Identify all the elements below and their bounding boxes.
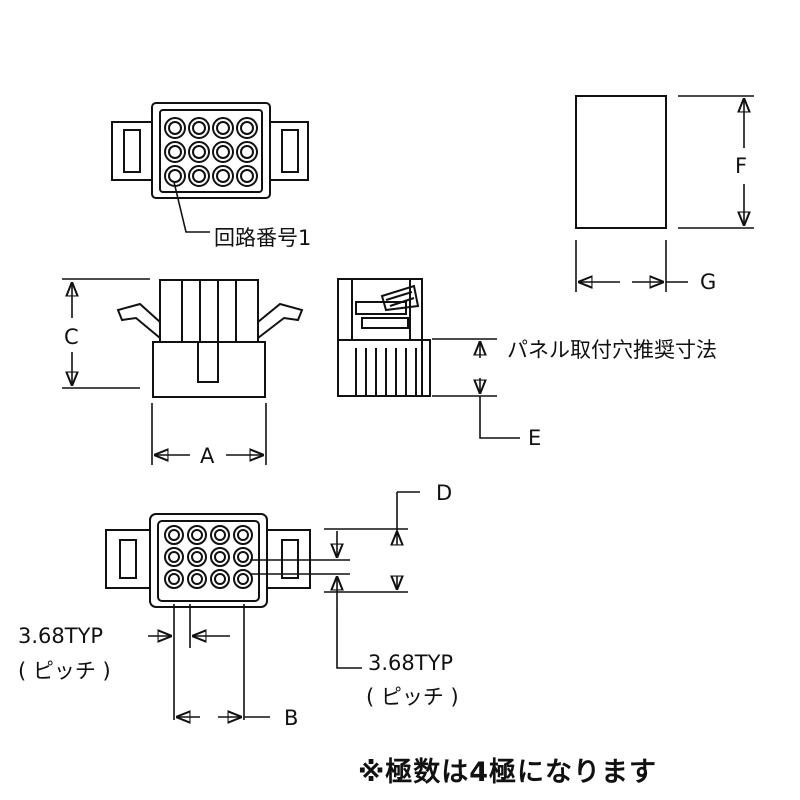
cavity-outer <box>236 165 258 187</box>
cavity-outer <box>233 547 253 567</box>
pitch-right-sub: ( ピッチ ) <box>366 685 459 709</box>
cavity-inner <box>216 169 230 183</box>
cavity-outer <box>212 117 234 139</box>
dim-e-label: E <box>528 426 541 450</box>
cavity-outer <box>187 525 207 545</box>
pole-count-note: ※極数は4極になります <box>358 757 657 788</box>
cavity-outer <box>210 569 230 589</box>
dim-d-label: D <box>436 481 452 505</box>
dim-c-label: C <box>64 325 79 349</box>
cavity-inner <box>237 551 249 563</box>
cavity-inner <box>240 169 254 183</box>
circuit-no-label: 回路番号1 <box>214 226 311 250</box>
dim-f-label: F <box>735 154 747 178</box>
cavity-inner <box>191 551 203 563</box>
dim-f <box>678 95 754 229</box>
cavity-inner <box>237 529 249 541</box>
dim-d <box>250 491 420 669</box>
cavity-inner <box>191 529 203 541</box>
cavity-inner <box>216 121 230 135</box>
cavity-outer <box>164 569 184 589</box>
dim-pitch-left <box>148 604 245 720</box>
cavity-inner <box>240 145 254 159</box>
cavity-inner <box>168 169 182 183</box>
cavity-outer <box>212 141 234 163</box>
cavity-inner <box>168 529 180 541</box>
panel-cutout-label: パネル取付穴推奨寸法 <box>507 338 717 362</box>
cavity-outer <box>164 117 186 139</box>
dim-c <box>62 278 150 389</box>
cavity-outer <box>233 525 253 545</box>
cavity-inner <box>168 121 182 135</box>
cavity-outer <box>236 117 258 139</box>
cavity-inner <box>216 145 230 159</box>
top-front-view <box>111 102 309 199</box>
cavity-outer <box>187 547 207 567</box>
cavity-inner <box>168 145 182 159</box>
cavity-outer <box>188 165 210 187</box>
end-view <box>337 278 431 397</box>
cavity-inner <box>214 529 226 541</box>
dim-a-label: A <box>200 444 215 468</box>
cavity-outer <box>164 525 184 545</box>
top-cavity-grid <box>164 117 258 187</box>
pitch-right-label: 3.68TYP <box>368 651 453 675</box>
cavity-outer <box>164 141 186 163</box>
cavity-outer <box>210 547 230 567</box>
cavity-inner <box>192 145 206 159</box>
cavity-outer <box>164 547 184 567</box>
cavity-outer <box>212 165 234 187</box>
cavity-outer <box>233 569 253 589</box>
dim-e <box>432 338 520 439</box>
cavity-outer <box>188 141 210 163</box>
dim-g <box>575 240 688 292</box>
side-view <box>116 279 304 398</box>
cavity-outer <box>188 117 210 139</box>
cavity-inner <box>192 121 206 135</box>
dim-g-label: G <box>700 270 716 294</box>
dim-b-label: B <box>284 706 298 730</box>
bottom-cavity-grid <box>164 525 253 589</box>
cavity-outer <box>210 525 230 545</box>
cavity-outer <box>236 141 258 163</box>
panel-cutout-rect <box>575 95 667 229</box>
dim-a <box>151 403 267 465</box>
cavity-inner <box>237 573 249 585</box>
circuit-leader <box>173 181 210 233</box>
pitch-left-label: 3.68TYP <box>18 624 103 648</box>
cavity-inner <box>191 573 203 585</box>
cavity-inner <box>168 573 180 585</box>
pitch-left-sub: ( ピッチ ) <box>18 659 111 683</box>
cavity-outer <box>187 569 207 589</box>
cavity-inner <box>214 573 226 585</box>
cavity-inner <box>192 169 206 183</box>
cavity-inner <box>214 551 226 563</box>
cavity-inner <box>168 551 180 563</box>
cavity-inner <box>240 121 254 135</box>
